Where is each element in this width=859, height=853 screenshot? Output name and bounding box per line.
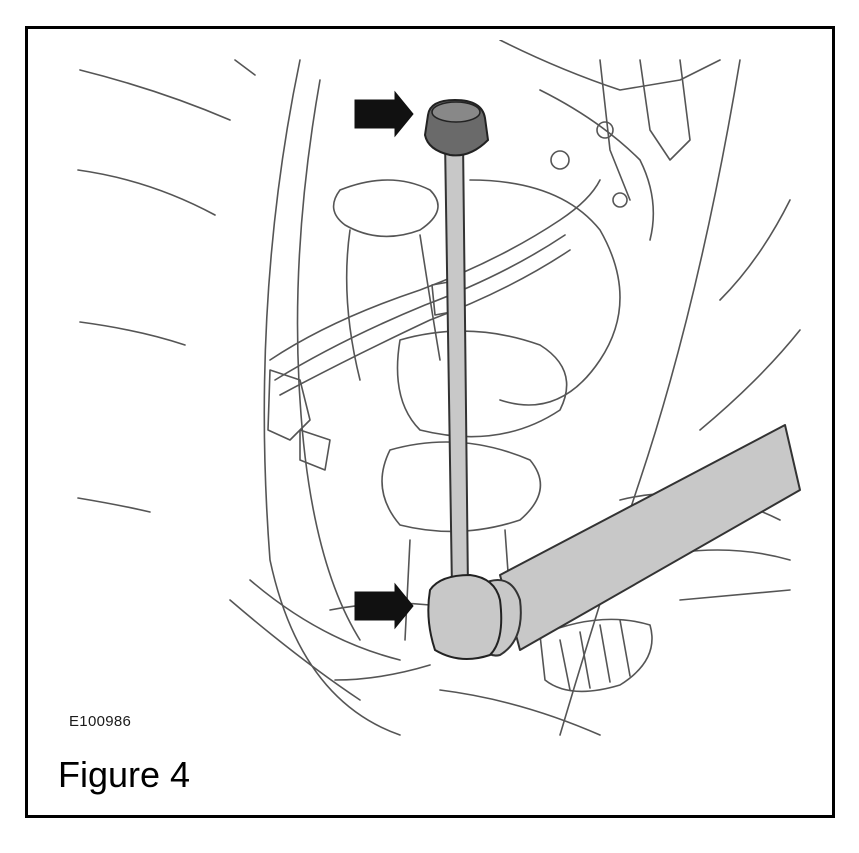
upper-mount xyxy=(539,89,655,241)
wheel-arch xyxy=(263,59,401,736)
stabilizer-bar xyxy=(499,424,801,651)
lower-arm xyxy=(439,689,601,736)
tread-line xyxy=(77,497,151,513)
upper-mount xyxy=(499,40,721,91)
body-edge xyxy=(699,329,801,431)
damper-housing xyxy=(469,179,621,406)
lower-arm xyxy=(679,589,791,601)
cv-boot xyxy=(559,619,631,691)
damper-housing xyxy=(396,330,568,438)
stabilizer-link xyxy=(444,139,469,591)
wiring-harness xyxy=(279,249,571,396)
bolt-head xyxy=(596,121,614,139)
cv-boot xyxy=(539,618,653,693)
damper-housing xyxy=(381,441,542,533)
spring-seat xyxy=(419,234,441,361)
upper-mount xyxy=(599,59,631,201)
figure-caption: Figure 4 xyxy=(58,754,191,795)
bolt-head xyxy=(550,150,570,170)
body-panel xyxy=(229,599,361,701)
wiring-harness xyxy=(269,179,601,361)
wiring-harness xyxy=(274,234,566,381)
tread-line xyxy=(234,59,256,76)
bolt-head xyxy=(612,192,628,208)
tread-line xyxy=(77,169,216,216)
body-panel xyxy=(249,579,401,661)
lower-link-joint xyxy=(427,573,503,660)
tread-line xyxy=(79,69,231,121)
connector xyxy=(267,369,311,441)
suspension-illustration xyxy=(77,40,801,736)
bracket xyxy=(639,59,691,161)
arrow-right-icon xyxy=(354,582,414,630)
connector xyxy=(299,429,331,471)
body-edge xyxy=(719,199,791,301)
figure-reference-code: E100986 xyxy=(69,713,132,730)
spring-seat xyxy=(332,179,439,238)
body-panel xyxy=(296,79,361,641)
tread-line xyxy=(79,321,186,346)
upper-link-nut-top xyxy=(431,101,481,123)
body-edge xyxy=(559,59,741,736)
arrow-right-icon xyxy=(354,90,414,138)
spring-seat xyxy=(345,229,361,381)
drive-shaft xyxy=(334,664,431,681)
figure-frame xyxy=(25,26,835,818)
damper-housing xyxy=(404,539,411,641)
